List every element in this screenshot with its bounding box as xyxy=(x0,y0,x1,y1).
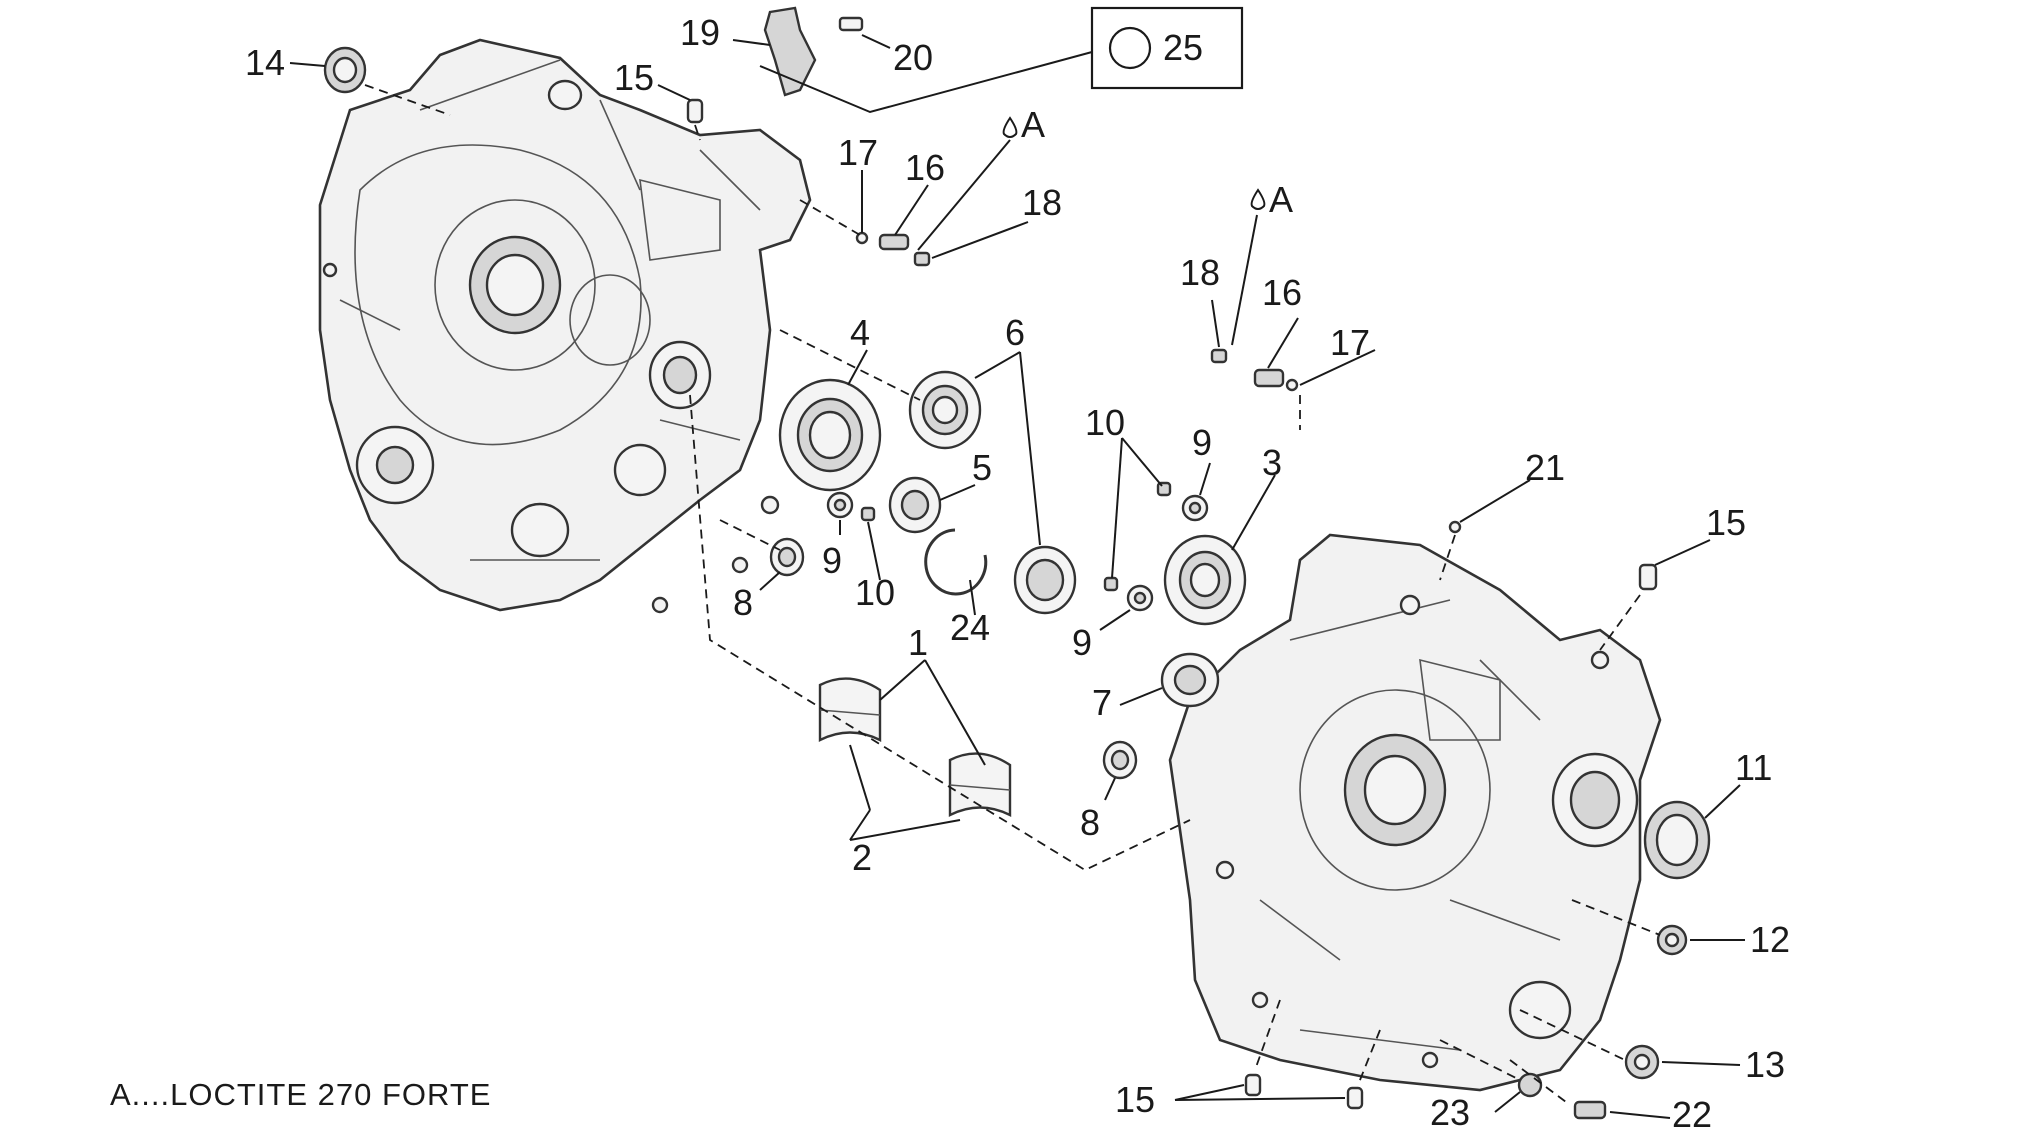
callout-16-right: 16 xyxy=(1262,272,1302,313)
callout-17-right: 17 xyxy=(1330,322,1370,363)
callout-9-lower: 9 xyxy=(1072,622,1092,663)
part-9-10-washers-right-upper xyxy=(1156,481,1209,522)
part-19-sensor xyxy=(763,6,817,97)
part-15-dowels-bottom xyxy=(1244,1073,1364,1110)
part-4-bearing xyxy=(778,378,882,492)
part-6-bearing-lower xyxy=(1013,545,1077,615)
part-22-bolt xyxy=(1573,1100,1607,1120)
callout-13: 13 xyxy=(1745,1044,1785,1085)
callout-18-right: 18 xyxy=(1180,252,1220,293)
drop-icon xyxy=(1250,188,1266,210)
part-15-dowel-right xyxy=(1638,563,1658,591)
callout-4: 4 xyxy=(850,312,870,353)
callout-9-left: 9 xyxy=(822,540,842,581)
callout-9-upper: 9 xyxy=(1192,422,1212,463)
part-16-17-18-upper xyxy=(855,231,931,267)
callout-8-left: 8 xyxy=(733,582,753,623)
callout-21: 21 xyxy=(1525,447,1565,488)
right-crankcase-half xyxy=(1168,533,1662,1092)
callout-8-right: 8 xyxy=(1080,802,1100,843)
callout-24: 24 xyxy=(950,607,990,648)
part-25-oring-legend-box xyxy=(1090,6,1244,90)
callout-20: 20 xyxy=(893,37,933,78)
callout-16-upper: 16 xyxy=(905,147,945,188)
callout-5: 5 xyxy=(972,447,992,488)
part-12-washer xyxy=(1656,924,1688,956)
callout-15-right: 15 xyxy=(1706,502,1746,543)
callout-2: 2 xyxy=(852,837,872,878)
part-9-10-washers-right-lower xyxy=(1103,576,1154,612)
callout-22: 22 xyxy=(1672,1094,1712,1129)
callout-A-right: A xyxy=(1269,179,1293,220)
legend-note: A....LOCTITE 270 FORTE xyxy=(110,1077,491,1112)
assembly-dashed-lines xyxy=(364,84,1661,1106)
left-crankcase-half xyxy=(318,38,812,614)
callout-18-upper: 18 xyxy=(1022,182,1062,223)
callout-10-left: 10 xyxy=(855,572,895,613)
part-9-10-washers-left xyxy=(826,491,876,522)
part-16-17-18-right xyxy=(1210,348,1299,392)
part-11-seal xyxy=(1643,800,1711,880)
callout-15-top: 15 xyxy=(614,57,654,98)
callout-25: 25 xyxy=(1163,27,1203,68)
callout-10-upper: 10 xyxy=(1085,402,1125,443)
part-15-dowel-top xyxy=(686,98,704,124)
callout-7: 7 xyxy=(1092,682,1112,723)
part-8-bush-left xyxy=(769,537,805,577)
part-8-bush-right xyxy=(1102,740,1138,780)
part-24-circlip xyxy=(924,528,988,596)
callout-3: 3 xyxy=(1262,442,1282,483)
leader-lines xyxy=(289,34,1745,1119)
part-5-bearing xyxy=(888,476,942,534)
part-6-bearing-upper xyxy=(908,370,982,450)
callout-14: 14 xyxy=(245,42,285,83)
callout-12: 12 xyxy=(1750,919,1790,960)
callout-A-upper: A xyxy=(1021,104,1045,145)
part-3-bearing xyxy=(1163,534,1247,626)
loctite-drop-icons xyxy=(1002,116,1266,210)
part-20-screw xyxy=(838,16,864,32)
callout-17-upper: 17 xyxy=(838,132,878,173)
drop-icon xyxy=(1002,116,1018,138)
callout-23: 23 xyxy=(1430,1092,1470,1129)
part-14-seal xyxy=(323,46,367,94)
part-1-2-main-bearing-shells xyxy=(818,677,1012,817)
callout-6: 6 xyxy=(1005,312,1025,353)
part-7-seal xyxy=(1160,652,1220,708)
callout-19: 19 xyxy=(680,12,720,53)
part-23-washer xyxy=(1517,1072,1543,1098)
callout-labels: 14 15 19 20 25 A 17 16 18 A 18 16 17 4 6… xyxy=(245,12,1790,1129)
callout-1: 1 xyxy=(908,622,928,663)
callout-11: 11 xyxy=(1735,747,1772,788)
part-21-plug xyxy=(1448,520,1462,534)
part-13-washer xyxy=(1624,1044,1660,1080)
callout-15-bottom: 15 xyxy=(1115,1079,1155,1120)
